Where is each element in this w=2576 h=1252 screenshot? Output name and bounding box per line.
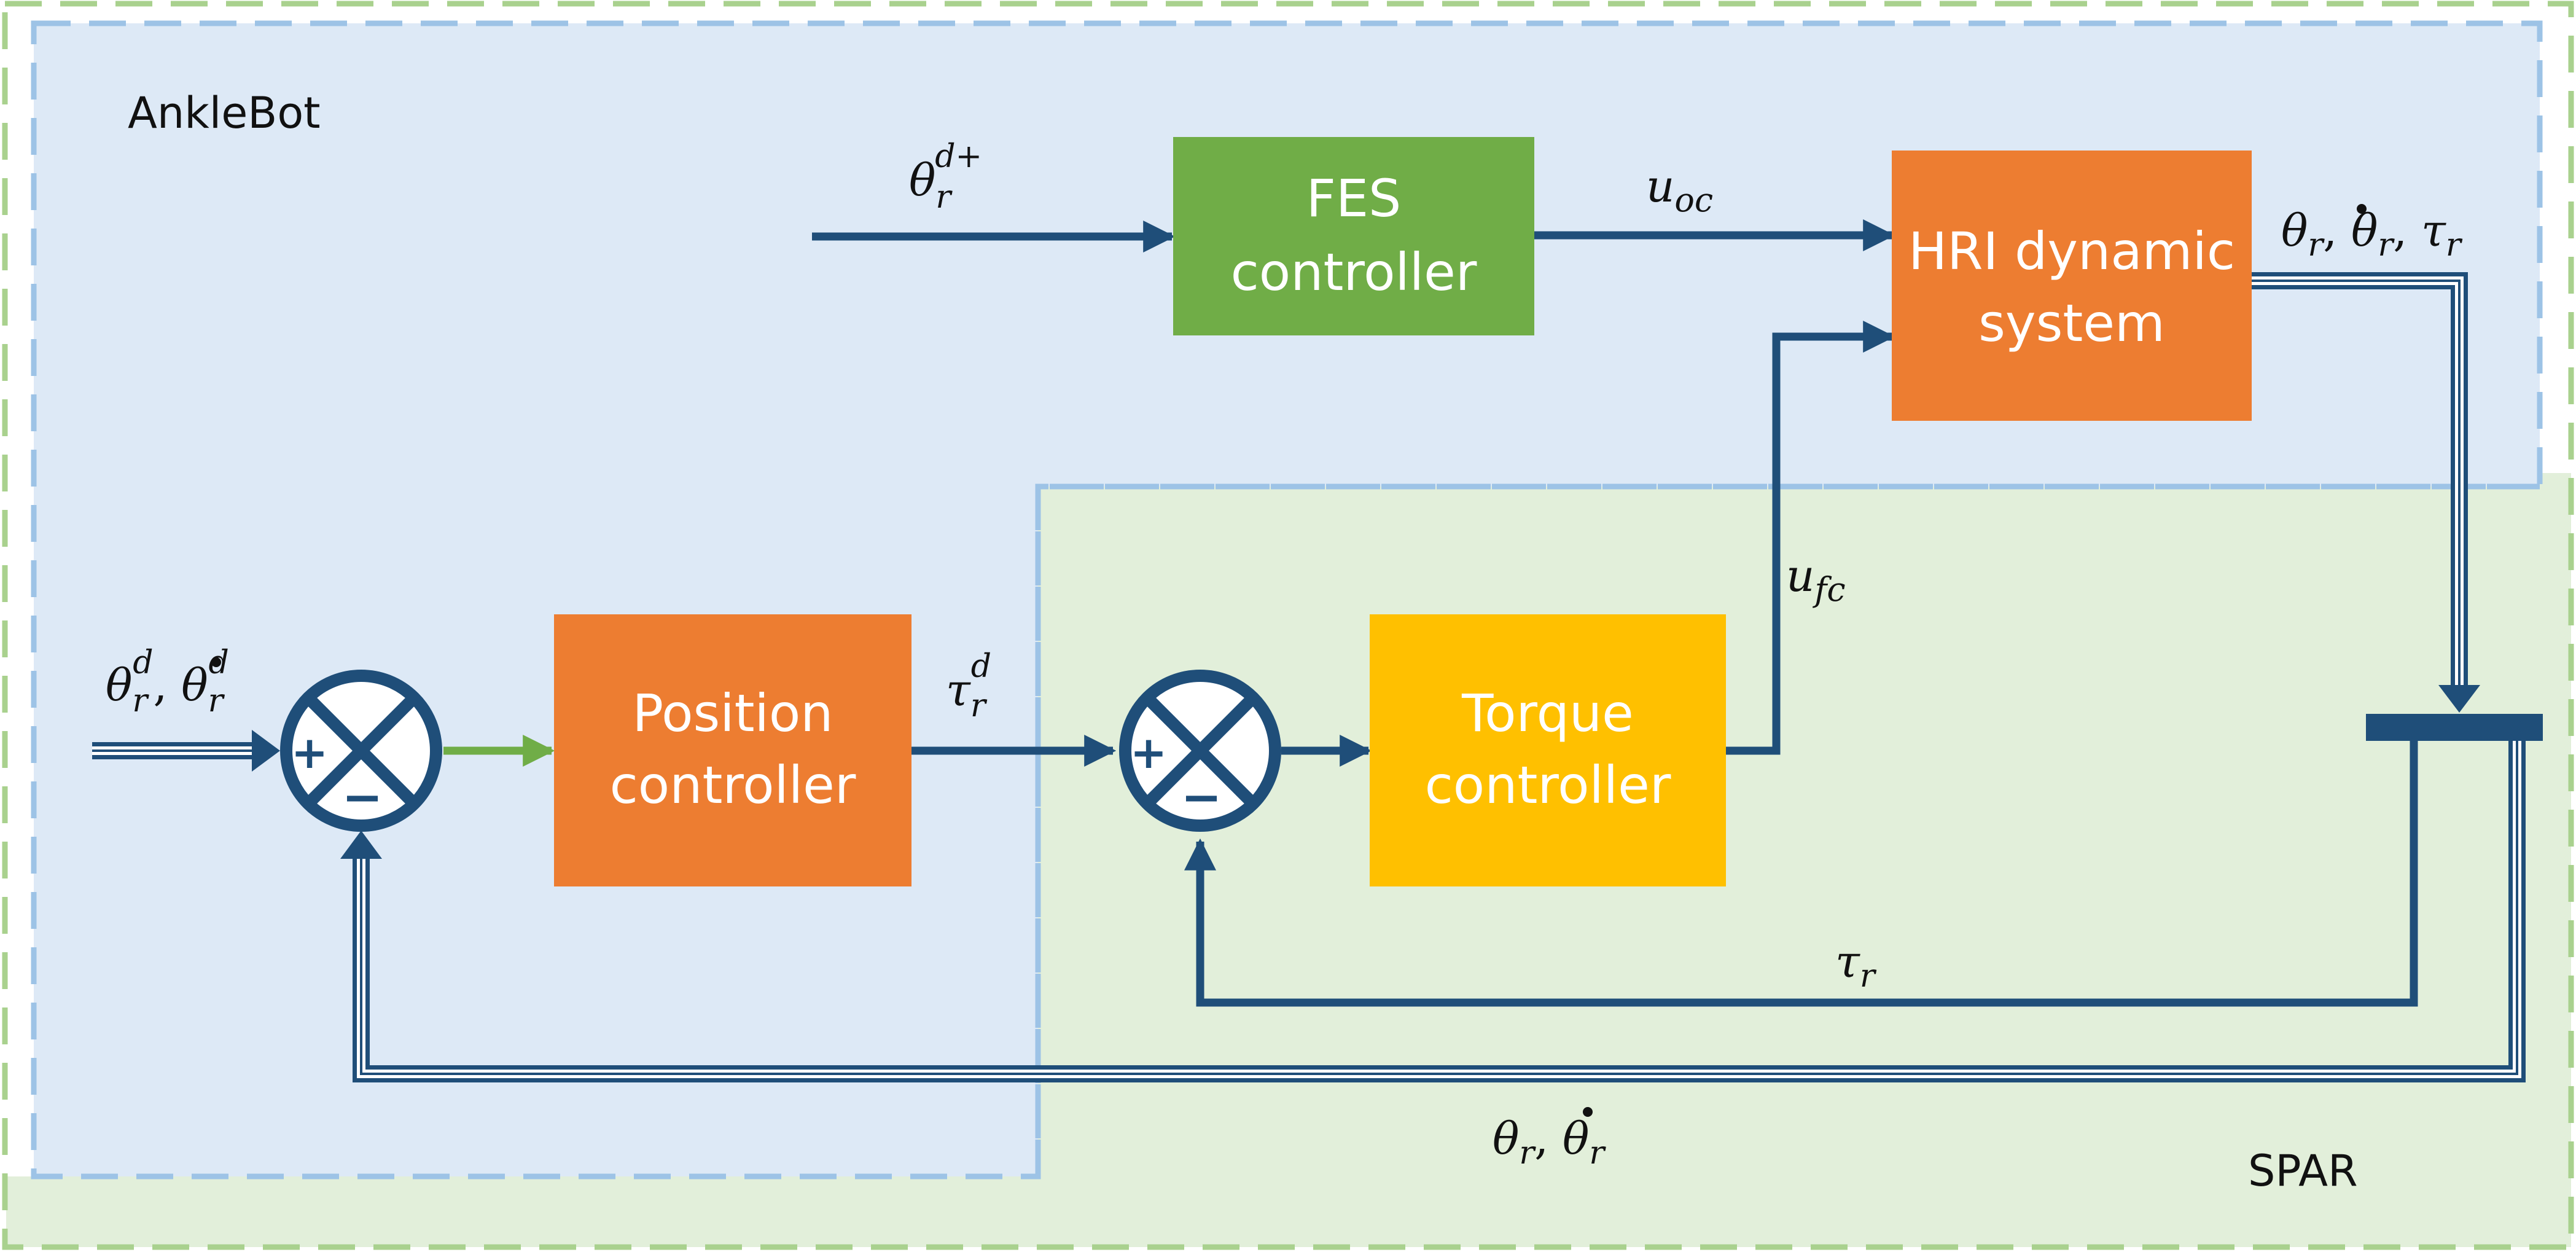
fes-label-line2: controller [1231, 242, 1477, 302]
anklebot-label: AnkleBot [128, 88, 321, 138]
torque-controller-block: Torque controller [1370, 614, 1726, 886]
spar-inner-boundary [1035, 483, 2540, 1176]
hri-dynamic-system-block: HRI dynamic system [1892, 151, 2252, 421]
position-controller-block: Position controller [554, 614, 911, 886]
minus-sign: − [342, 769, 383, 826]
dot-accent [211, 657, 221, 667]
fes-label-line1: FES [1306, 168, 1402, 229]
position-label-line2: controller [610, 755, 856, 815]
dot-accent [2357, 204, 2367, 214]
torque-label-line1: Torque [1461, 683, 1634, 743]
position-label-line1: Position [632, 683, 833, 743]
wire-u-fc [1726, 321, 1895, 755]
spar-region [6, 473, 2571, 1247]
summing-junction-position: + − [280, 670, 442, 832]
spar-label: SPAR [2248, 1146, 2358, 1196]
wire-state-feedback [340, 741, 2526, 1082]
torque-label-line2: controller [1425, 755, 1671, 815]
hri-label-line2: system [1978, 293, 2165, 353]
signal-tau-feedback: τr [1835, 936, 1877, 995]
hri-label-line1: HRI dynamic [1908, 221, 2235, 281]
feedback-junction-bar [2366, 714, 2543, 741]
wire-hri-output [2252, 272, 2480, 713]
wire-reference-input [92, 730, 280, 772]
signal-state-feedback: θr, θr [1493, 1113, 1606, 1172]
plus-sign: + [1130, 727, 1167, 778]
plus-sign: + [291, 727, 328, 778]
minus-sign: − [1181, 769, 1222, 826]
summing-junction-torque: + − [1119, 670, 1281, 832]
fes-controller-block: FES controller [1173, 137, 1534, 335]
wires [92, 219, 2543, 1082]
dot-accent [1583, 1107, 1593, 1117]
wire-tau-feedback [1184, 741, 2418, 1007]
